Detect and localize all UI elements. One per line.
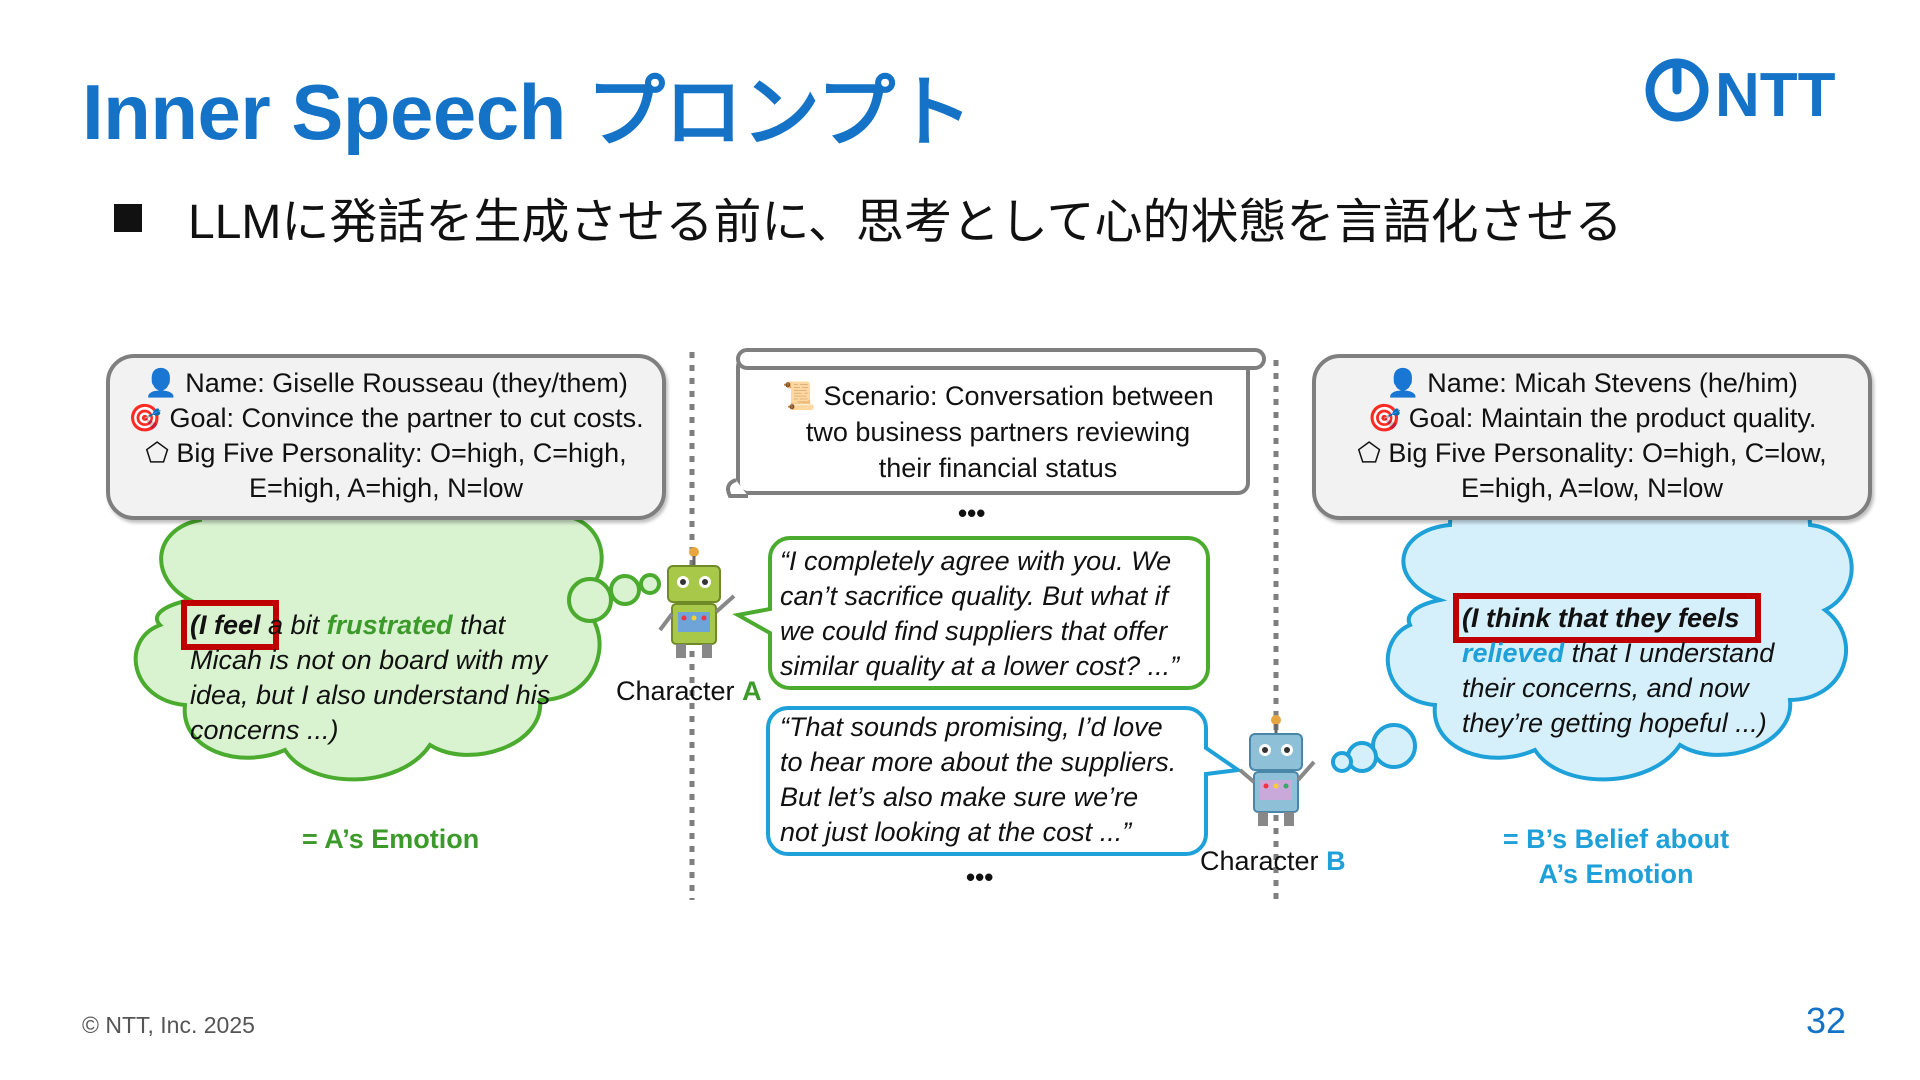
bullet-square-icon — [114, 204, 142, 232]
speech-bubble-a — [732, 536, 1210, 690]
character-b-label: Character B — [1200, 846, 1346, 877]
thought-b-emotion: relieved — [1462, 638, 1565, 668]
persona-b-personality-line2: E=high, A=low, N=low — [1461, 473, 1723, 503]
annotation-b-line-2: A’s Emotion — [1538, 859, 1694, 889]
logo-text: NTT — [1715, 61, 1836, 128]
thought-a-part: that — [452, 610, 506, 640]
target-icon: 🎯 — [128, 403, 162, 433]
thought-b-text: (I think that they feels relieved that I… — [1462, 601, 1774, 741]
ntt-logo: NTT — [1645, 56, 1855, 130]
speech-b-line-4: not just looking at the cost ...” — [780, 817, 1132, 847]
pentagon-icon: ⬠ — [1357, 438, 1381, 468]
thought-a-line-4: concerns ...) — [190, 715, 339, 745]
thought-b-line-4: they’re getting hopeful ...) — [1462, 708, 1767, 738]
highlight-box-b — [1453, 593, 1761, 643]
slide-title: Inner Speech プロンプト — [82, 68, 973, 156]
thought-a-text: (I feel a bit frustrated that Micah is n… — [190, 608, 550, 748]
persona-b-personality-line1: Big Five Personality: O=high, C=low, — [1388, 438, 1827, 468]
speech-a-line-2: can’t sacrifice quality. But what if — [780, 581, 1169, 611]
thought-b-part: that I understand — [1564, 638, 1775, 668]
persona-b-goal: Goal: Maintain the product quality. — [1408, 403, 1817, 433]
annotation-b-line-1: = B’s Belief about — [1502, 824, 1730, 854]
target-icon: 🎯 — [1367, 403, 1402, 433]
scenario-text: 📜 Scenario: Conversation between two bus… — [768, 378, 1228, 486]
scroll-icon: 📜 — [782, 381, 816, 411]
persona-a-personality-line1: Big Five Personality: O=high, C=high, — [176, 438, 627, 468]
pentagon-icon: ⬠ — [145, 438, 169, 468]
scenario-line-3: their financial status — [878, 453, 1118, 483]
speech-a-line-3: we could find suppliers that offer — [780, 616, 1168, 646]
character-a-label-prefix: Character — [616, 676, 743, 706]
speech-b-line-1: “That sounds promising, I’d love — [780, 712, 1163, 742]
annotation-b: = B’s Belief about A’s Emotion — [1498, 822, 1734, 892]
thought-a-emotion: frustrated — [326, 610, 453, 640]
thought-a-line-2: Micah is not on board with my — [190, 645, 548, 675]
persona-a-goal: Goal: Convince the partner to cut costs. — [169, 403, 644, 433]
persona-box-a: 👤 Name: Giselle Rousseau (they/them) 🎯 G… — [106, 354, 666, 520]
speech-b-line-3: But let’s also make sure we’re — [780, 782, 1139, 812]
person-icon: 👤 — [144, 368, 178, 398]
page-number: 32 — [1806, 1000, 1847, 1041]
ellipsis-top: ••• — [958, 498, 986, 528]
bullet-text: LLMに発話を生成させる前に、思考として心的状態を言語化させる — [188, 196, 1623, 249]
annotation-a: = A’s Emotion — [302, 824, 480, 854]
persona-b-name: Name: Micah Stevens (he/him) — [1427, 368, 1798, 398]
bullet-item: LLMに発話を生成させる前に、思考として心的状態を言語化させる — [114, 182, 1623, 252]
ntt-logo-icon: NTT — [1645, 58, 1836, 130]
robot-icon — [658, 547, 736, 658]
character-b-letter: B — [1326, 846, 1346, 876]
speech-a-text: “I completely agree with you. We can’t s… — [780, 544, 1179, 684]
scenario-scroll — [726, 348, 1266, 498]
scenario-line-2: two business partners reviewing — [805, 417, 1191, 447]
character-a-label: Character A — [616, 676, 762, 707]
speech-a-line-1: “I completely agree with you. We — [780, 546, 1172, 576]
thought-b-highlight: (I think that they feels — [1462, 603, 1740, 633]
highlight-box-a — [181, 600, 279, 650]
thought-a-line-3: idea, but I also understand his — [190, 680, 551, 710]
footer-copyright: © NTT, Inc. 2025 — [82, 1012, 255, 1038]
speech-b-line-2: to hear more about the suppliers. — [780, 747, 1177, 777]
character-b-label-prefix: Character — [1200, 846, 1327, 876]
character-a-letter: A — [742, 676, 762, 706]
thought-a-highlight: (I feel — [190, 610, 261, 640]
persona-a-personality-line2: E=high, A=high, N=low — [249, 473, 523, 503]
person-icon: 👤 — [1386, 368, 1420, 398]
thought-a-part: a bit — [260, 610, 327, 640]
speech-bubble-b — [766, 706, 1244, 856]
robot-icon — [1238, 715, 1316, 826]
ellipsis-bottom: ••• — [966, 862, 994, 892]
speech-a-line-4: similar quality at a lower cost? ...” — [780, 651, 1180, 681]
scenario-line-1: Scenario: Conversation between — [823, 381, 1214, 411]
thought-cloud-a — [133, 448, 661, 782]
persona-box-b: 👤 Name: Micah Stevens (he/him) 🎯 Goal: M… — [1312, 354, 1872, 520]
speech-b-text: “That sounds promising, I’d love to hear… — [780, 710, 1176, 850]
thought-b-line-3: their concerns, and now — [1462, 673, 1749, 703]
persona-a-name: Name: Giselle Rousseau (they/them) — [185, 368, 628, 398]
